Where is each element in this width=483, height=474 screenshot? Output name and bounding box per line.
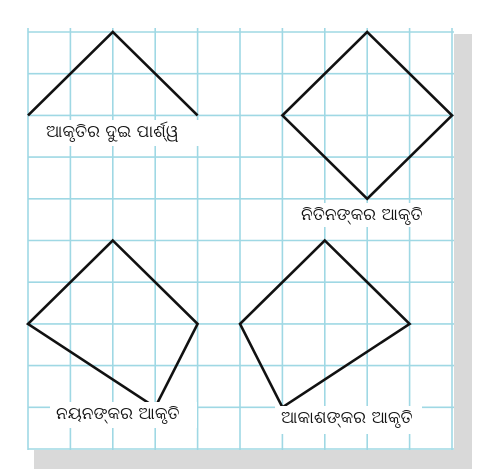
shape-nitin [280,30,454,201]
label-akash: ଆକାଶଙ୍କର ଆକୃତି [275,406,422,434]
label-nitin: ନିତିନଙ୍କର ଆକୃତି [295,203,432,227]
grid-background [28,28,454,450]
shape-two-sides [27,30,199,117]
label-two-sides: ଆକୃତିର ଦୁଇ ପାର୍ଶ୍ୱ [40,120,222,146]
label-nayan: ନୟନଙ୍କର ଆକୃତି [50,402,197,428]
